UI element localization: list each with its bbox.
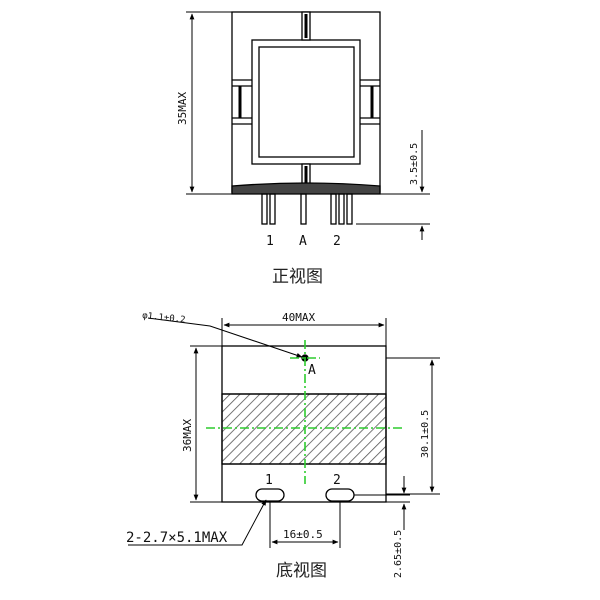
- front-inner-frame: [251, 39, 361, 165]
- bottom-hole-label: φ1.1±0.2: [142, 311, 186, 325]
- bottom-slot-leader: [128, 499, 267, 546]
- bottom-height-dimension: [190, 345, 222, 503]
- front-view: [186, 11, 430, 240]
- bottom-view-caption: 底视图: [276, 561, 327, 581]
- bottom-pin-mark: A: [308, 363, 316, 378]
- front-left-connectors: [232, 79, 252, 125]
- bottom-slot-label: 2-2.7×5.1MAX: [126, 530, 228, 546]
- front-pin-label-2: 2: [333, 234, 341, 249]
- front-pin-label-1: 1: [266, 234, 274, 249]
- front-height-label: 35MAX: [176, 92, 189, 125]
- bottom-hole-leader: [147, 317, 303, 358]
- front-pin-dim-label: 3.5±0.5: [409, 143, 420, 185]
- front-window: [258, 46, 355, 158]
- front-right-connectors: [360, 79, 380, 125]
- bottom-offset-dimension: [354, 476, 410, 530]
- bottom-slot-2: [325, 488, 355, 502]
- front-view-caption: 正视图: [272, 267, 323, 287]
- bottom-center-lines: [206, 340, 402, 484]
- bottom-pin-label-1: 1: [265, 473, 273, 488]
- bottom-core-hatch: [221, 393, 387, 465]
- bottom-right-label: 30.1±0.5: [420, 410, 431, 458]
- front-height-dimension: [186, 11, 232, 195]
- front-pin-dimension: [356, 130, 430, 240]
- bottom-width-dimension: [221, 318, 387, 346]
- bottom-pin-label-2: 2: [333, 473, 341, 488]
- front-pins: [261, 193, 353, 225]
- bottom-width-label: 40MAX: [282, 311, 315, 324]
- front-pin-label-a: A: [299, 234, 307, 249]
- bottom-view: [128, 317, 440, 548]
- bottom-slot-1: [255, 488, 285, 502]
- bottom-right-dimension: [386, 357, 440, 495]
- bottom-offset-label: 2.65±0.5: [393, 530, 404, 578]
- bottom-spacing-label: 16±0.5: [283, 528, 323, 541]
- bottom-height-label: 36MAX: [181, 419, 194, 452]
- front-base-plate: [231, 182, 381, 195]
- bottom-spacing-dimension: [269, 501, 341, 548]
